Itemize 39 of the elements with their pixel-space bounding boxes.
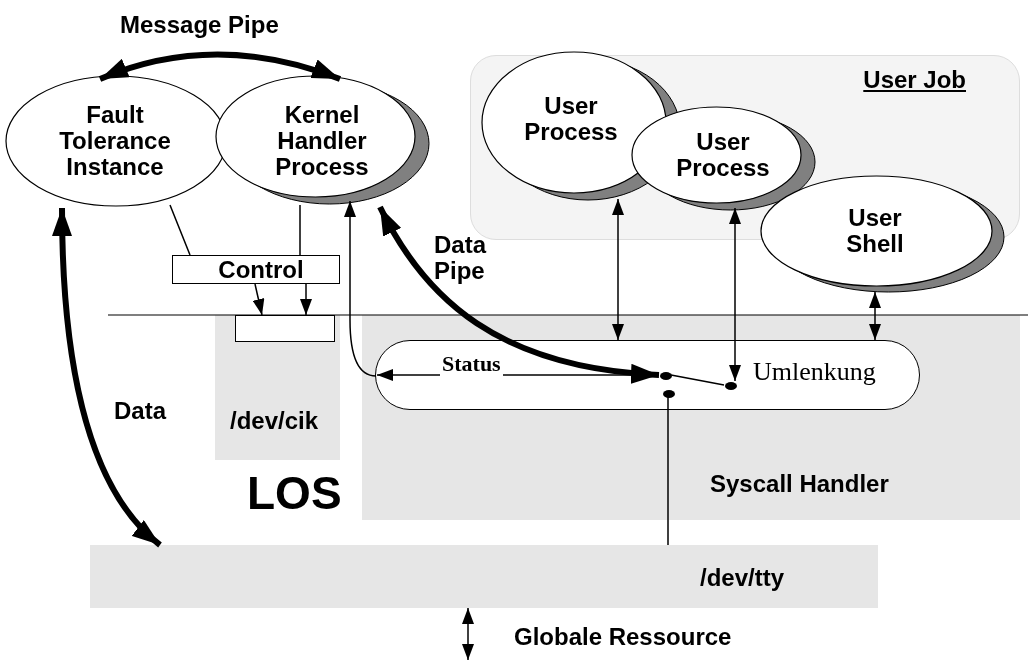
connector-line bbox=[667, 396, 669, 546]
switch-label: Umlenkung bbox=[753, 357, 877, 387]
arrow bbox=[252, 283, 265, 316]
process-ellipse bbox=[215, 75, 430, 205]
region-panel bbox=[215, 315, 340, 460]
arrow bbox=[344, 200, 377, 377]
process-label: Fault Tolerance Instance bbox=[58, 102, 172, 180]
edge-label: Message Pipe bbox=[118, 12, 281, 38]
region-panel bbox=[90, 545, 878, 608]
process-ellipse bbox=[760, 175, 1005, 293]
group-title: User Job bbox=[862, 67, 966, 93]
arrow bbox=[869, 291, 881, 341]
region-label: /dev/tty bbox=[700, 565, 786, 591]
connection-dot bbox=[663, 390, 675, 398]
arrow bbox=[98, 51, 342, 82]
process-label: Kernel Handler Process bbox=[274, 102, 370, 180]
box-label: Control bbox=[217, 257, 305, 283]
process-ellipse bbox=[631, 106, 816, 211]
connector-line bbox=[169, 204, 191, 256]
arrow bbox=[612, 198, 624, 341]
region-label: /dev/cik bbox=[230, 408, 320, 434]
arrow bbox=[377, 205, 660, 383]
control-box bbox=[172, 255, 340, 284]
process-label: User Process bbox=[523, 93, 619, 145]
system-label: LOS bbox=[246, 468, 343, 518]
arrow bbox=[462, 607, 474, 661]
connector-line bbox=[299, 204, 301, 256]
control-box bbox=[235, 315, 335, 342]
region-panel bbox=[362, 315, 1020, 520]
connection-dot bbox=[660, 372, 672, 380]
connector-line bbox=[670, 374, 725, 386]
region-label: Syscall Handler bbox=[710, 471, 890, 497]
connection-dot bbox=[725, 382, 737, 390]
process-label: User Shell bbox=[845, 205, 905, 257]
arrow bbox=[300, 283, 312, 316]
arrow bbox=[729, 207, 741, 382]
process-label: User Process bbox=[675, 129, 771, 181]
arrow bbox=[52, 207, 162, 548]
edge-label: Data Pipe bbox=[433, 232, 488, 284]
